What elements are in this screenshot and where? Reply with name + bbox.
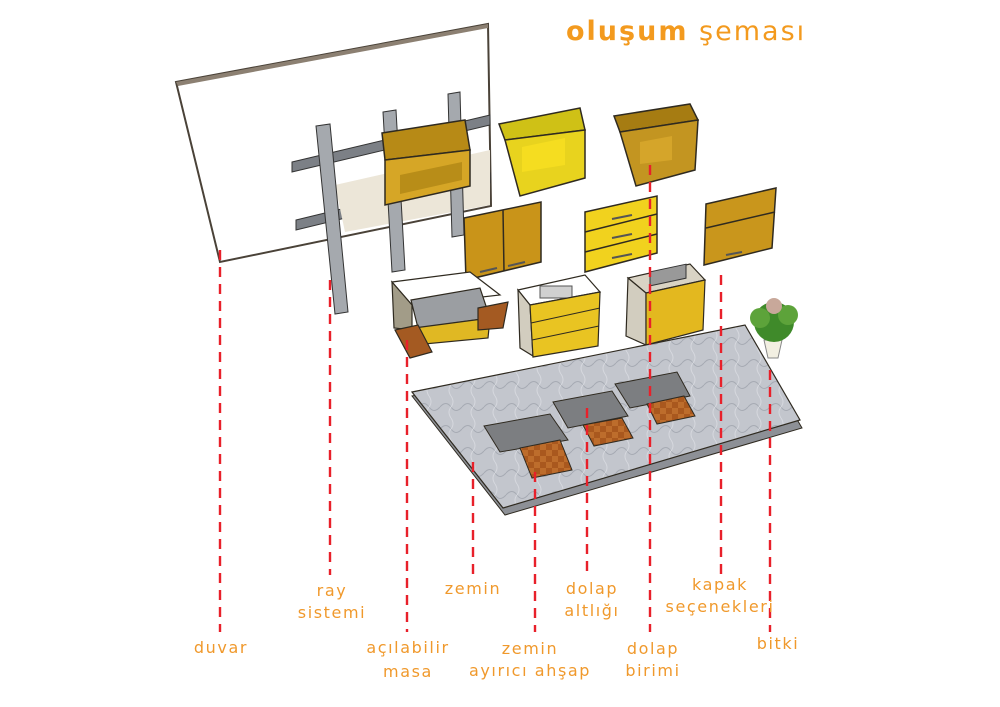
title-regular: şeması [699, 16, 807, 47]
label-line: birimi [625, 661, 681, 680]
label-acilabilir-masa: açılabilir masa [366, 637, 449, 683]
label-line: masa [383, 662, 433, 681]
folding-table [390, 271, 509, 359]
sink-unit [516, 274, 602, 358]
plant [750, 298, 798, 359]
label-line: dolap [565, 579, 619, 598]
door-option-flap [703, 187, 777, 266]
label-dolap-birimi: dolap birimi [625, 638, 680, 682]
label-ray-sistemi: ray sistemi [298, 580, 366, 624]
label-line: ayırıcı ahşap [468, 661, 592, 680]
label-zemin: zemin [445, 578, 501, 600]
door-option-drawers [584, 195, 658, 273]
label-line: dolap [626, 639, 680, 658]
label-line: sistemi [297, 603, 367, 622]
label-line: bitki [756, 634, 800, 653]
label-line: zemin [501, 639, 559, 658]
label-line: zemin [444, 579, 502, 598]
upper-cabinet-3 [612, 103, 700, 187]
upper-cabinet-1 [381, 119, 471, 206]
floor-separator-wood [519, 395, 696, 479]
label-duvar: duvar [194, 637, 248, 659]
upper-cabinet-2 [497, 107, 586, 197]
cabinet-unit-hob [625, 263, 707, 346]
label-line: altlığı [564, 601, 620, 620]
label-kapak-secenekleri: kapak seçenekleri [666, 574, 775, 618]
label-line: kapak [691, 575, 749, 594]
label-line: açılabilir [366, 638, 450, 657]
title-bold: oluşum [566, 16, 689, 47]
label-dolap-altligi: dolap altlığı [564, 578, 619, 622]
label-zemin-ayirici-ahsap: zemin ayırıcı ahşap [469, 638, 591, 682]
label-line: seçenekleri [665, 597, 775, 616]
diagram-title: oluşum şeması [566, 16, 806, 47]
floor-platform [410, 324, 803, 516]
label-bitki: bitki [757, 633, 800, 655]
leader-lines [218, 165, 772, 632]
label-line: duvar [193, 638, 249, 657]
label-line: ray [316, 581, 348, 600]
door-option-double [463, 201, 542, 281]
